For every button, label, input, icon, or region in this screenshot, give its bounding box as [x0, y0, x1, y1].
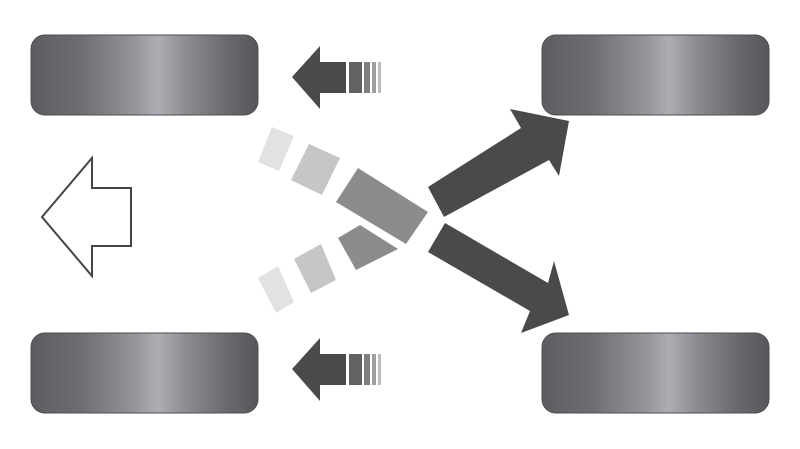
trail-segment	[294, 244, 336, 293]
top-arrow-head-icon	[292, 46, 346, 109]
hollow-left-arrow-icon	[40, 155, 132, 279]
arrow-to-rear-right-icon	[428, 223, 569, 333]
trail-segment	[258, 127, 294, 171]
lower-cross-trail	[258, 225, 398, 313]
trail-segment	[338, 225, 398, 270]
bottom-arrow-head-icon	[292, 338, 346, 401]
top-arrow-dash	[349, 62, 362, 93]
bottom-arrow-dash	[349, 354, 362, 385]
tire-rear-right	[541, 332, 770, 414]
top-arrow-dash	[364, 62, 370, 93]
trail-segment	[291, 144, 340, 195]
tire-front-right	[541, 34, 770, 116]
bottom-arrow-dash	[378, 354, 381, 385]
top-straight-arrow	[292, 46, 381, 109]
bottom-arrow-dash	[372, 354, 376, 385]
top-arrow-dash	[372, 62, 376, 93]
arrow-to-front-right-icon	[428, 109, 569, 217]
trail-segment	[258, 266, 294, 313]
tire-rear-left	[30, 332, 259, 414]
upper-cross-trail	[258, 127, 428, 244]
trail-segment	[336, 168, 428, 244]
top-arrow-dash	[378, 62, 381, 93]
bottom-arrow-dash	[364, 354, 370, 385]
bottom-straight-arrow	[292, 338, 381, 401]
tire-front-left	[30, 34, 259, 116]
